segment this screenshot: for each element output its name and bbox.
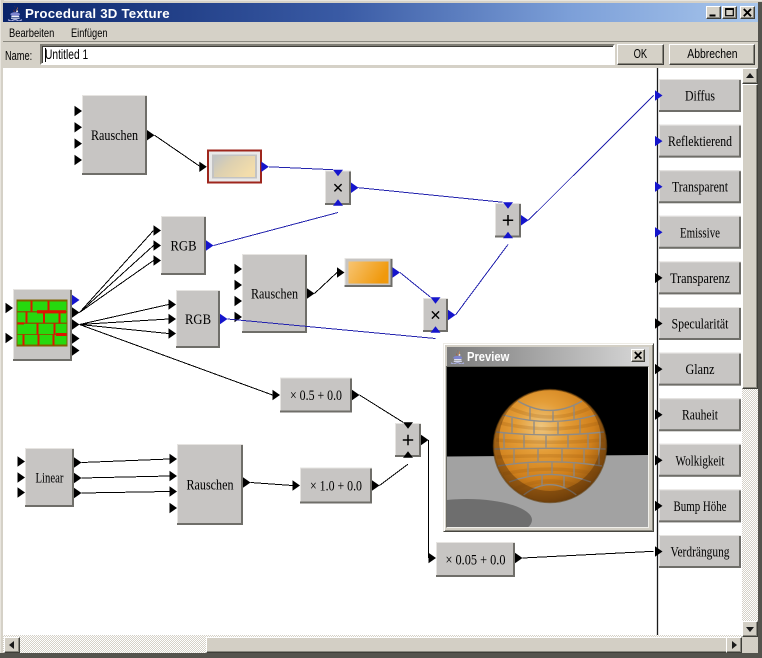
svg-text:RGB: RGB: [185, 312, 211, 328]
svg-text:Specularität: Specularität: [672, 317, 730, 333]
svg-text:Glanz: Glanz: [686, 362, 715, 378]
svg-text:Linear: Linear: [36, 471, 64, 487]
svg-text:RGB: RGB: [171, 239, 197, 255]
svg-text:× 1.0 + 0.0: × 1.0 + 0.0: [310, 479, 362, 495]
svg-text:Rauschen: Rauschen: [187, 478, 234, 494]
svg-text:× 0.05 + 0.0: × 0.05 + 0.0: [446, 553, 506, 569]
svg-text:Transparenz: Transparenz: [670, 271, 730, 287]
svg-text:Diffus: Diffus: [685, 89, 715, 105]
svg-text:Rauschen: Rauschen: [251, 287, 298, 303]
svg-text:Emissive: Emissive: [680, 225, 720, 241]
svg-text:× 0.5 + 0.0: × 0.5 + 0.0: [290, 388, 342, 404]
svg-text:Bump Höhe: Bump Höhe: [674, 499, 727, 515]
svg-text:Reflektierend: Reflektierend: [668, 134, 732, 150]
svg-text:Rauheit: Rauheit: [682, 408, 719, 424]
svg-text:Wolkigkeit: Wolkigkeit: [676, 453, 726, 469]
svg-text:Transparent: Transparent: [672, 180, 729, 196]
svg-text:Rauschen: Rauschen: [91, 128, 138, 144]
svg-text:Verdrängung: Verdrängung: [671, 545, 730, 561]
